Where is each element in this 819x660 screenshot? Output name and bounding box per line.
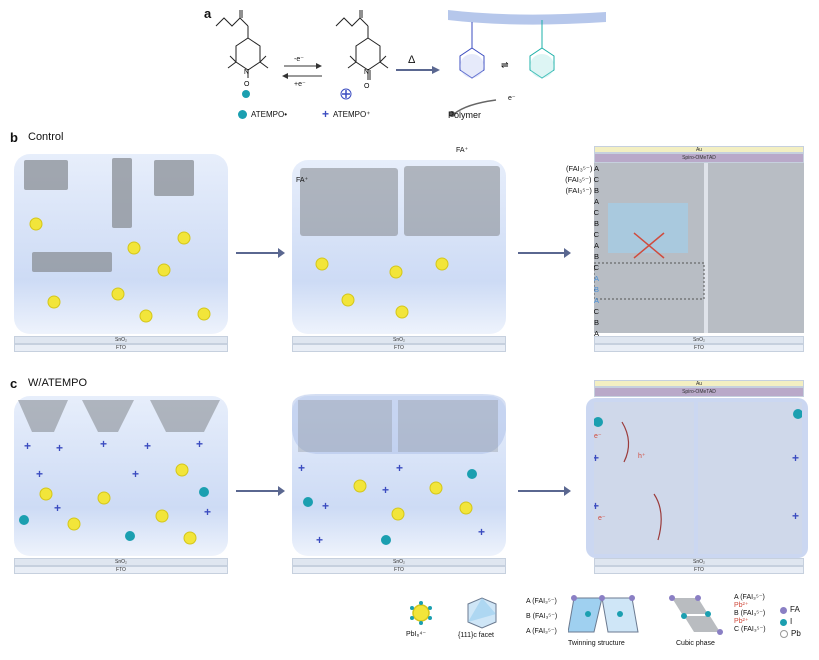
panel-b-label: b xyxy=(10,130,18,145)
legend-twin-icon xyxy=(568,595,639,633)
atempo-stage2-fto: FTO xyxy=(292,566,506,574)
panel-a-molecules: N O N O ⇌ xyxy=(215,10,606,117)
svg-text:+: + xyxy=(594,499,599,513)
atempo-device-fto: FTO xyxy=(594,566,804,574)
control-stage1-fto: FTO xyxy=(14,344,228,352)
svg-text:⇌: ⇌ xyxy=(501,60,509,70)
svg-text:O: O xyxy=(244,81,250,88)
legend-cubic-rows: A (FAI₃⁵⁻)Pb²⁺ B (FAI₃⁵⁻)Pb²⁺ C (FAI₃⁵⁻) xyxy=(734,594,766,633)
atempo-molecule-left xyxy=(215,10,269,78)
svg-text:+: + xyxy=(478,525,485,539)
svg-text:+: + xyxy=(132,467,139,481)
svg-text:+: + xyxy=(316,533,323,547)
atempo-device-sno2: SnO₂ xyxy=(594,558,804,566)
svg-text:+: + xyxy=(298,461,305,475)
svg-text:+: + xyxy=(594,451,599,465)
legend-twin-label: Twinning structure xyxy=(568,640,625,647)
svg-text:+: + xyxy=(396,461,403,475)
atempo-spiro-layer: Spiro-OMeTAD xyxy=(594,387,804,397)
panel-a-label: a xyxy=(204,6,212,21)
legend-cubic-icon xyxy=(669,595,723,635)
control-device-sno2: SnO₂ xyxy=(594,336,804,344)
svg-text:N: N xyxy=(244,69,249,76)
radical-dot-icon xyxy=(238,110,247,119)
svg-text:+: + xyxy=(322,499,329,513)
atempo-arrow-2 xyxy=(518,486,571,496)
atempo-electron-label-2: e⁻ xyxy=(598,515,606,522)
electron-label: e⁻ xyxy=(508,95,516,102)
oxidation-label: -e⁻ xyxy=(294,56,304,63)
svg-text:+: + xyxy=(144,439,151,453)
atempo-hole-label: h⁺ xyxy=(638,453,646,460)
atempo-stage1-sno2: SnO₂ xyxy=(14,558,228,566)
reduction-label: +e⁻ xyxy=(294,81,306,88)
legend-cation: + ATEMPO⁺ xyxy=(322,107,371,121)
atempo-au-layer: Au xyxy=(594,380,804,387)
control-stage2-sno2: SnO₂ xyxy=(292,336,506,344)
atempo-device-crystals: + + + + xyxy=(594,402,802,554)
polymer-label: Polymer xyxy=(448,110,482,120)
control-stage1-sno2: SnO₂ xyxy=(14,336,228,344)
atempo-stage2-sno2: SnO₂ xyxy=(292,558,506,566)
control-device-crystals xyxy=(594,163,804,333)
fa-atom-icon xyxy=(780,606,787,614)
legend-radical: ATEMPO• xyxy=(238,110,287,119)
svg-text:+: + xyxy=(204,505,211,519)
atempo-arrow-1 xyxy=(236,486,285,496)
heat-label: Δ xyxy=(408,54,416,66)
svg-text:+: + xyxy=(100,437,107,451)
control-device-fto: FTO xyxy=(594,344,804,352)
control-arrow-2 xyxy=(518,248,571,258)
fa-label-left: FA⁺ xyxy=(296,177,309,184)
svg-text:+: + xyxy=(36,467,43,481)
atempo-stage2-crystals: + + + + + + xyxy=(292,394,506,547)
pb-atom-icon xyxy=(780,630,788,638)
panel-b-title: Control xyxy=(28,131,64,143)
svg-text:+: + xyxy=(792,451,799,465)
svg-text:+: + xyxy=(56,441,63,455)
legend-facet-label: {111}c facet xyxy=(458,632,494,639)
svg-text:+: + xyxy=(196,437,203,451)
atempo-molecule-right xyxy=(335,10,389,80)
svg-text:+: + xyxy=(382,483,389,497)
cation-plus-icon: + xyxy=(322,107,330,121)
control-arrow-1 xyxy=(236,248,285,258)
legend-twin-rows: A (FAI₃⁵⁻)B (FAI₃⁵⁻)A (FAI₃⁵⁻) xyxy=(526,598,558,635)
panel-c-label: c xyxy=(10,376,18,391)
control-stage2-crystals xyxy=(300,166,500,319)
control-stage2-fto: FTO xyxy=(292,344,506,352)
control-spiro-layer: Spiro-OMeTAD xyxy=(594,153,804,163)
legend-pbi6-icon xyxy=(410,601,432,625)
panel-c-title: W/ATEMPO xyxy=(28,377,88,389)
svg-text:+: + xyxy=(24,439,31,453)
i-atom-icon xyxy=(780,618,787,626)
svg-text:+: + xyxy=(792,509,799,523)
atempo-stage1-fto: FTO xyxy=(14,566,228,574)
svg-text:O: O xyxy=(364,83,370,90)
svg-text:+: + xyxy=(54,501,61,515)
svg-text:N: N xyxy=(364,69,369,76)
fa-label-top: FA⁺ xyxy=(456,147,469,154)
legend-facet-icon xyxy=(467,597,497,629)
atempo-stage1-crystals: + + + + + + + + + xyxy=(18,400,220,545)
control-au-layer: Au xyxy=(594,146,804,153)
legend-pbi6-label: PbI₆⁴⁻ xyxy=(406,631,427,638)
atempo-electron-label-1: e⁻ xyxy=(594,433,602,440)
legend-cubic-label: Cubic phase xyxy=(676,640,715,647)
legend-atoms: FA I Pb xyxy=(780,604,801,640)
control-stage1-crystals xyxy=(24,158,211,323)
